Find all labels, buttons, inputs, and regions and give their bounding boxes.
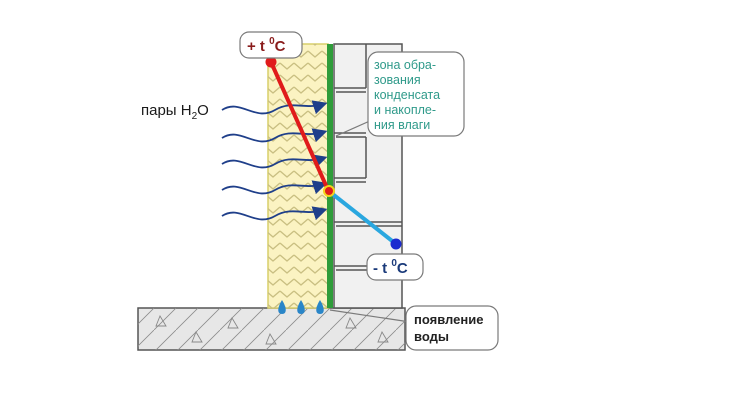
condensation-zone-callout: зона обра- зования конденсата и накопле-… (335, 51, 465, 137)
water-drop (316, 300, 324, 314)
vapor-label: пары H2O (141, 102, 209, 122)
vapor-arrow (221, 180, 328, 195)
water-drops (278, 300, 324, 314)
svg-text:появление воды: появление воды (414, 312, 487, 344)
dew-point (323, 185, 335, 197)
water-drop (297, 300, 305, 314)
water-appearance-callout: появление воды (329, 305, 499, 351)
vapor-arrows (221, 100, 328, 221)
svg-text:зона обра- зования: зона обра- зования конденсата и накопле-… (374, 58, 444, 132)
svg-text:+ t 0C: + t 0C (247, 36, 286, 55)
warm-temperature-badge: + t 0C (239, 31, 303, 59)
vapor-arrow (221, 206, 328, 221)
warm-point (265, 56, 277, 68)
vapor-membrane (327, 44, 333, 308)
vapor-arrow (221, 100, 328, 115)
insulation-layer (267, 43, 329, 309)
cold-temperature-line (328, 190, 398, 246)
svg-text:- t 0C: - t 0C (373, 258, 408, 277)
vapor-arrow (221, 128, 328, 143)
water-drop (278, 300, 286, 314)
warm-temperature-line (269, 61, 330, 191)
cold-point (390, 238, 402, 250)
vapor-arrow (221, 154, 328, 169)
cold-temperature-badge: - t 0C (366, 253, 424, 281)
foundation-slab (137, 307, 406, 351)
